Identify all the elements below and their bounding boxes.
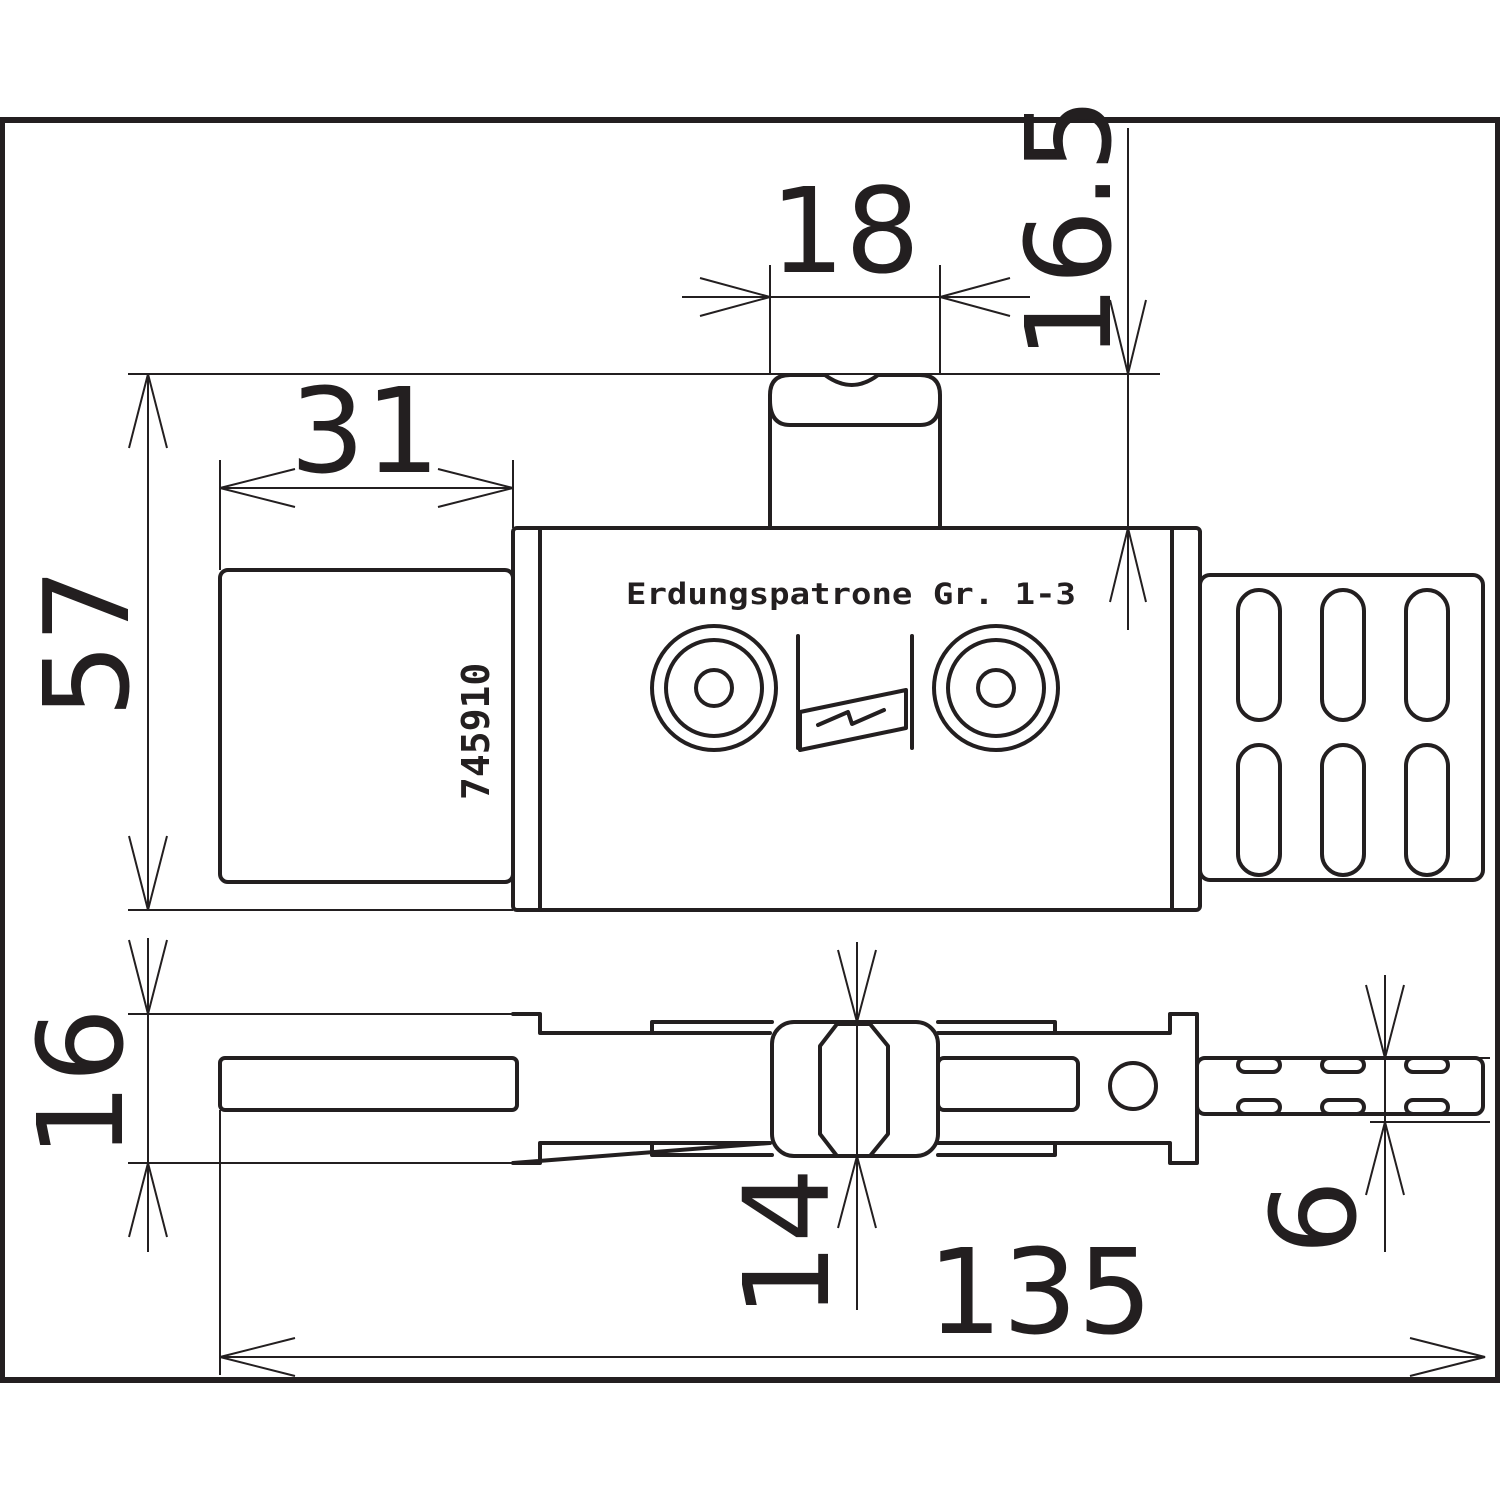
side-view [218,1012,1485,1165]
dim-18: 18 [770,162,920,300]
dim-16: 16 [12,1008,150,1158]
dimension-labels: 18 16.5 31 57 16 14 6 135 [12,97,1383,1361]
dim-16-5: 16.5 [1000,97,1138,360]
grip-grooves [1236,1056,1450,1116]
right-grip [1198,573,1485,882]
dim-31: 31 [290,362,440,500]
side-hole [1108,1061,1158,1111]
grip-slots [1236,588,1450,877]
top-view: Erdungspatrone Gr. 1-3 745910 [218,373,1485,912]
product-label: Erdungspatrone Gr. 1-3 [626,577,1076,611]
dim-135: 135 [927,1223,1152,1361]
frame-border [0,117,1500,1383]
right-socket [932,624,1060,752]
dim-6: 6 [1245,1180,1383,1255]
left-flange [511,1012,772,1165]
fuse-symbol [796,634,914,752]
right-body [936,1012,1199,1165]
dimension-lines [128,128,1490,1377]
dim-14: 14 [718,1168,856,1318]
center-nut [770,1020,940,1158]
dim-57: 57 [18,568,156,718]
part-number: 745910 [454,663,498,800]
left-pin [218,1056,519,1112]
top-tab [768,373,942,530]
left-socket [650,624,778,752]
